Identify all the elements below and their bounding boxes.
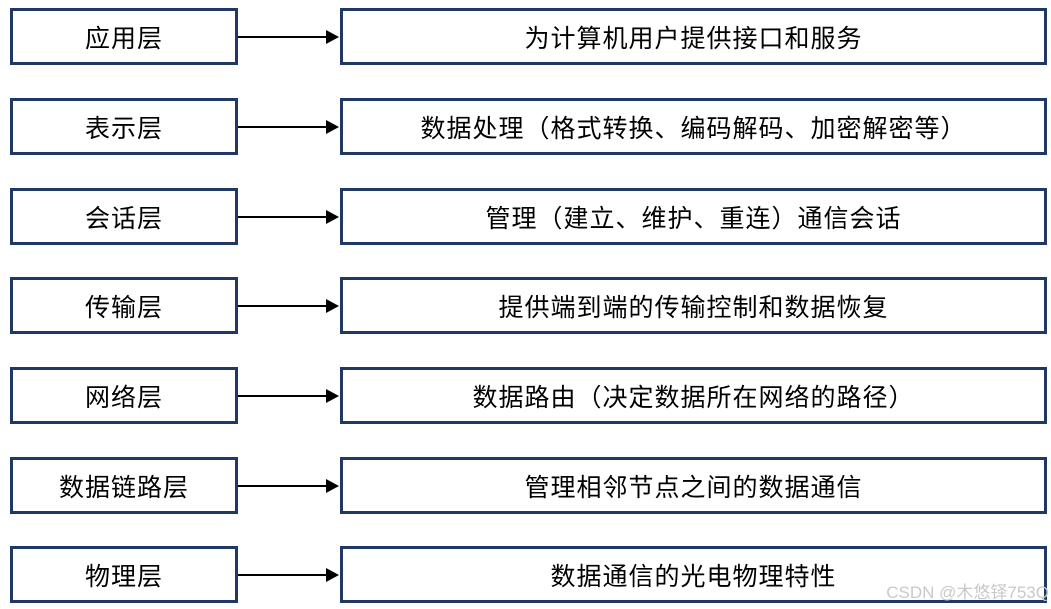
- arrow-line: [238, 215, 326, 218]
- arrow-head-icon: [326, 209, 339, 224]
- layer-box-network: 网络层: [10, 367, 238, 424]
- arrow-head-icon: [326, 298, 339, 313]
- arrow-head-icon: [326, 567, 339, 582]
- layer-row-network: 网络层 数据路由（决定数据所在网络的路径）: [0, 367, 1051, 424]
- layer-row-physical: 物理层 数据通信的光电物理特性: [0, 546, 1051, 603]
- arrow-head-icon: [326, 478, 339, 493]
- desc-box-network: 数据路由（决定数据所在网络的路径）: [340, 367, 1047, 424]
- arrow-datalink: [238, 457, 340, 514]
- layer-row-datalink: 数据链路层 管理相邻节点之间的数据通信: [0, 457, 1051, 514]
- arrow-line: [238, 394, 326, 397]
- layer-box-presentation: 表示层: [10, 98, 238, 155]
- desc-box-physical: 数据通信的光电物理特性: [340, 546, 1047, 603]
- arrow-head-icon: [326, 119, 339, 134]
- desc-box-presentation: 数据处理（格式转换、编码解码、加密解密等）: [340, 98, 1047, 155]
- arrow-application: [238, 8, 340, 65]
- arrow-head-icon: [326, 388, 339, 403]
- arrow-line: [238, 484, 326, 487]
- csdn-watermark: CSDN @木悠铎753Q: [886, 583, 1049, 602]
- desc-box-datalink: 管理相邻节点之间的数据通信: [340, 457, 1047, 514]
- layer-box-session: 会话层: [10, 188, 238, 245]
- desc-box-transport: 提供端到端的传输控制和数据恢复: [340, 277, 1047, 334]
- arrow-presentation: [238, 98, 340, 155]
- layer-row-presentation: 表示层 数据处理（格式转换、编码解码、加密解密等）: [0, 98, 1051, 155]
- arrow-line: [238, 573, 326, 576]
- arrow-transport: [238, 277, 340, 334]
- layer-row-session: 会话层 管理（建立、维护、重连）通信会话: [0, 188, 1051, 245]
- desc-box-session: 管理（建立、维护、重连）通信会话: [340, 188, 1047, 245]
- arrow-physical: [238, 546, 340, 603]
- layer-box-datalink: 数据链路层: [10, 457, 238, 514]
- layer-box-physical: 物理层: [10, 546, 238, 603]
- arrow-session: [238, 188, 340, 245]
- layer-row-transport: 传输层 提供端到端的传输控制和数据恢复: [0, 277, 1051, 334]
- arrow-line: [238, 304, 326, 307]
- desc-box-application: 为计算机用户提供接口和服务: [340, 8, 1047, 65]
- layer-box-transport: 传输层: [10, 277, 238, 334]
- arrow-head-icon: [326, 29, 339, 44]
- arrow-network: [238, 367, 340, 424]
- layer-row-application: 应用层 为计算机用户提供接口和服务: [0, 8, 1051, 65]
- layer-box-application: 应用层: [10, 8, 238, 65]
- arrow-line: [238, 35, 326, 38]
- arrow-line: [238, 125, 326, 128]
